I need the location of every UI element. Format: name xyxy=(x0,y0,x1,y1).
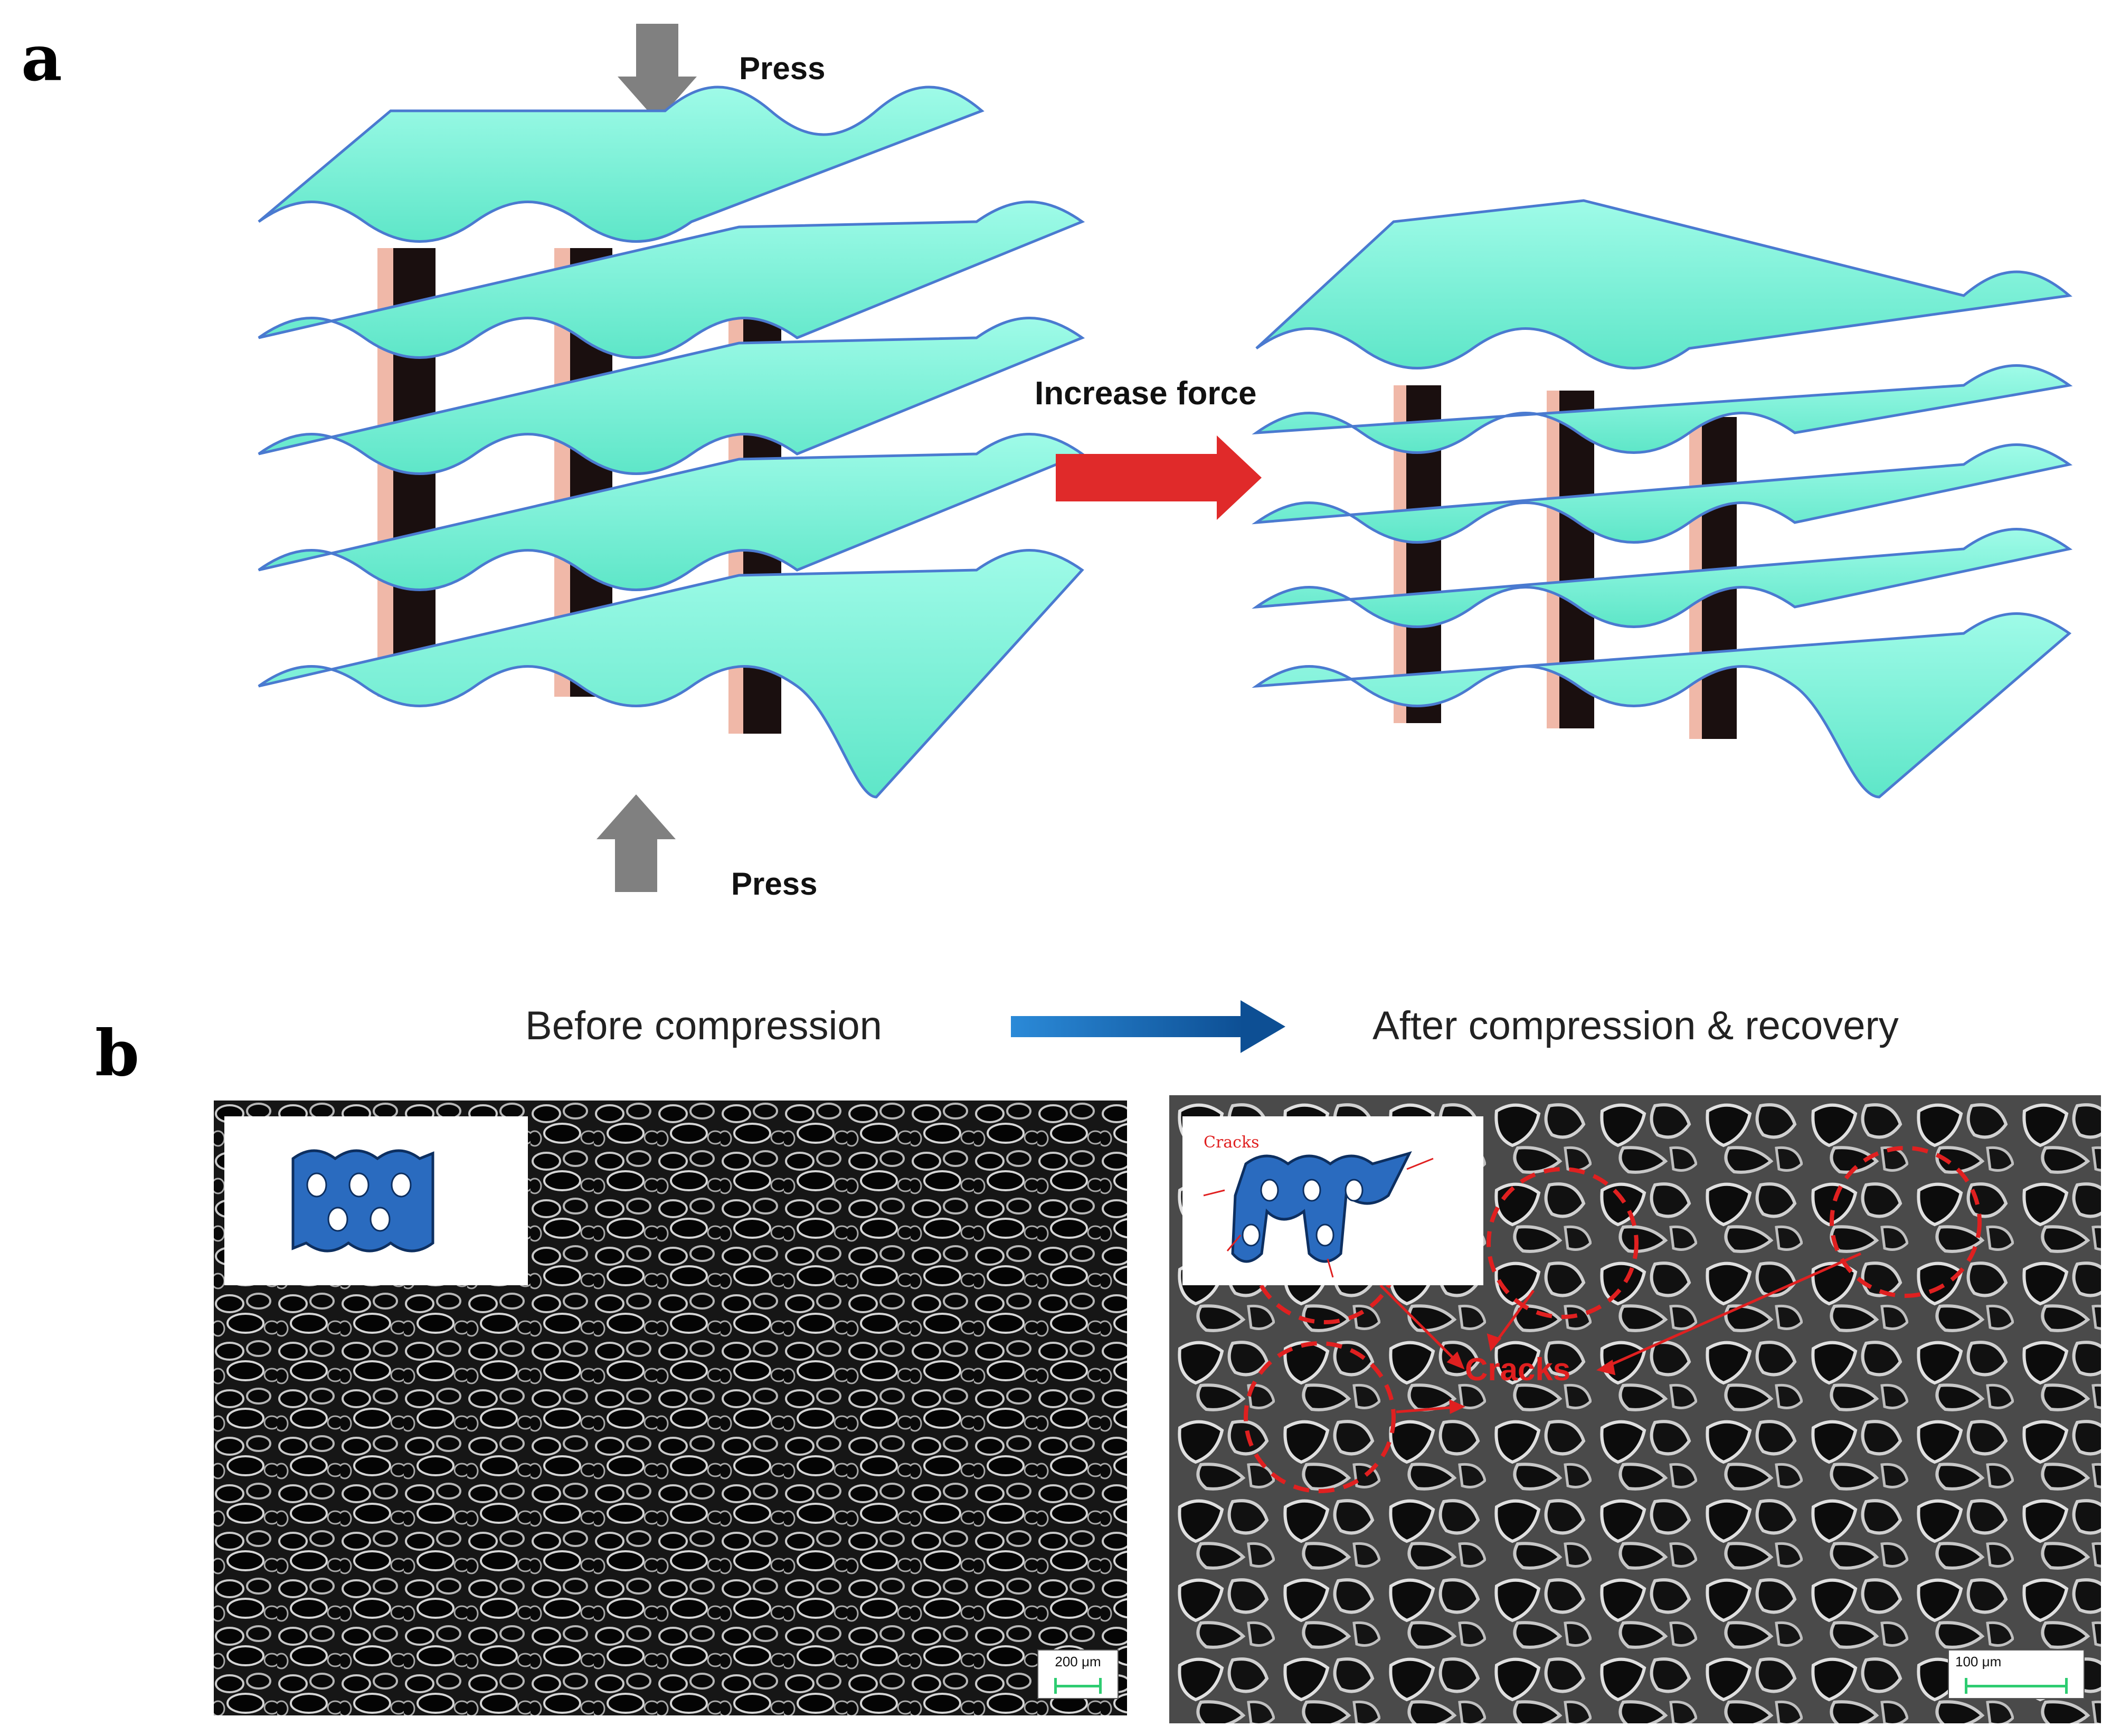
press-top-label: Press xyxy=(739,51,826,86)
scale-bar-before: 200 μm xyxy=(1037,1649,1119,1699)
panel-a-diagram xyxy=(258,24,2073,892)
sem-image-before xyxy=(214,1101,1127,1715)
scale-line xyxy=(1054,1685,1102,1687)
scale-tick xyxy=(1099,1678,1102,1694)
inset-before xyxy=(224,1116,528,1285)
before-compression-title: Before compression xyxy=(525,1003,882,1048)
after-compression-title: After compression & recovery xyxy=(1372,1003,1899,1048)
increase-force-label: Increase force xyxy=(1035,375,1257,412)
scale-bar-after: 100 μm xyxy=(1948,1649,2085,1699)
honeycomb-cracked-icon xyxy=(1203,1151,1434,1278)
crack-arrows xyxy=(1379,1252,1862,1414)
cracks-label: Cracks xyxy=(1465,1352,1571,1387)
scale-bar-after-label: 100 μm xyxy=(1955,1654,2002,1669)
increase-force-arrow xyxy=(1056,435,1262,520)
inset-cracks-label: Cracks xyxy=(1204,1133,1260,1152)
panel-b-letter: b xyxy=(95,1016,139,1090)
press-arrow-up xyxy=(597,794,676,892)
scale-tick xyxy=(2065,1678,2068,1694)
inset-after: Cracks xyxy=(1182,1116,1483,1285)
scale-bar-before-label: 200 μm xyxy=(1055,1654,1101,1669)
press-bottom-label: Press xyxy=(731,866,818,902)
honeycomb-intact-icon xyxy=(291,1149,434,1253)
uncompressed-stack xyxy=(258,86,1085,799)
scale-tick xyxy=(1054,1678,1057,1694)
press-arrow-down xyxy=(618,24,697,121)
scale-tick xyxy=(1965,1678,1967,1694)
scale-line xyxy=(1965,1685,2068,1687)
panel-a-letter: a xyxy=(21,21,62,96)
compressed-stack xyxy=(1252,199,2073,799)
